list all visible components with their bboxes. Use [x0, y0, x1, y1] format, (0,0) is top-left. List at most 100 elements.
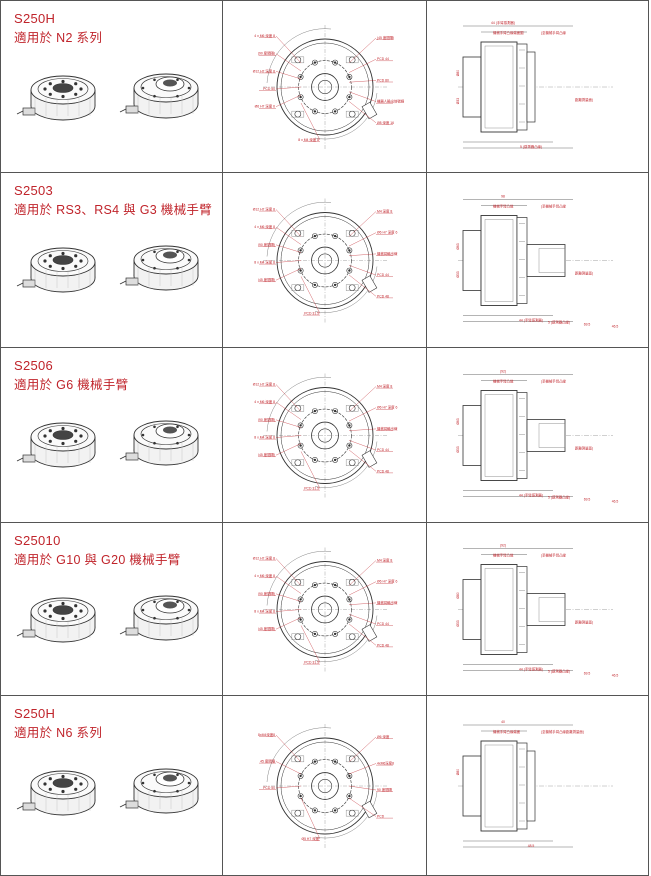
front-view-label: (90 度間隔)	[258, 242, 275, 247]
model-name: S25010	[14, 533, 61, 548]
model-name: S250H	[14, 11, 56, 26]
compatible-robots: 適用於 N6 系列	[14, 726, 103, 740]
side-view-label: 98	[501, 195, 505, 199]
side-view-svg: (92)44 (手臂感測器)5 (感測器凸緣)Ø80Ø33機械手臂凸緣(至機械手…	[456, 544, 618, 678]
front-view-label: 8 x M4 深度 8	[255, 609, 276, 614]
front-view-label: Ø12 H7 深度 8	[253, 382, 275, 387]
front-view-label: M4 深度 8	[377, 384, 392, 389]
side-view-label: (至機械手臂凸緣	[541, 553, 566, 558]
front-view-label: 8xM4深度8	[258, 732, 275, 737]
side-view-label: Ø80	[456, 592, 460, 599]
front-view-label: (45 度間隔)	[258, 452, 275, 457]
front-view-label: PCD 44	[377, 57, 389, 61]
front-view-label: (45 度間隔)	[258, 277, 275, 282]
front-view-label: (90 度間隔)	[258, 417, 275, 422]
front-view-label: 4xM6深度8	[377, 761, 394, 766]
side-view-drawing: (92)44 (手臂感測器)5 (感測器凸緣)Ø63Ø33機械手臂凸緣(至機械手…	[456, 370, 618, 504]
side-view-label: (92)	[500, 370, 506, 374]
front-view-label: PCD	[377, 815, 385, 819]
front-view-label: PCD 48	[377, 469, 389, 473]
side-view-label: 5 (感測器凸緣)	[548, 495, 570, 500]
product-image-angle	[119, 245, 199, 291]
front-view-label: 機械臂輸出線	[377, 600, 398, 605]
front-view-svg: Ø12 H7 深度 84 x M6 深度 8(90 度間隔)8 x M4 深度 …	[253, 198, 398, 323]
front-view-label: Ø6 H7 深度 6	[377, 579, 397, 584]
product-image-top	[16, 247, 96, 293]
side-view-label: 69.5	[583, 498, 590, 502]
front-view-label: M4 深度 8	[377, 209, 392, 214]
side-view-label: (至機械手臂凸緣	[541, 204, 566, 209]
side-view-drawing: (92)44 (手臂感測器)5 (感測器凸緣)Ø80Ø33機械手臂凸緣(至機械手…	[456, 544, 618, 678]
compatible-robots: 適用於 RS3、RS4 與 G3 機械手臂	[14, 203, 212, 217]
side-view-label: 5 (感測器凸緣)	[520, 144, 542, 149]
front-view-label: Ø5 H7 深度	[302, 836, 320, 841]
product-images	[16, 768, 199, 816]
side-view-label: 69.5	[583, 323, 590, 327]
side-view-label: 5 (感測器凸緣)	[548, 320, 570, 325]
front-view-label: 機器人輸出信號線	[377, 99, 405, 104]
front-view-label: PCD 44	[377, 622, 389, 626]
front-view-label: M4 深度 8	[377, 558, 392, 563]
front-view-label: PCD 50	[263, 87, 275, 91]
side-view-label: 5 (感測器凸緣)	[548, 669, 570, 674]
side-view-label: 46.5	[611, 674, 618, 678]
product-images	[16, 420, 199, 468]
side-view-label: (至機械手臂凸緣	[541, 379, 566, 384]
product-image-angle	[119, 420, 199, 466]
compatible-robots: 適用於 G6 機械手臂	[14, 378, 129, 392]
front-view-label: PCD 31.5	[305, 661, 320, 665]
side-view-label: Ø33	[456, 620, 460, 627]
side-view-label: Ø80	[456, 769, 460, 776]
front-view-label: (45 度間隔)	[377, 35, 394, 40]
front-view-label: 4 x M6 深度 8	[255, 224, 276, 229]
front-view-label: Ø8 深度 16	[377, 120, 394, 125]
side-view-label: Ø80	[456, 70, 460, 77]
side-view-label: 機械手臂凸緣	[493, 204, 514, 209]
front-view-label: 機械臂輸出線	[377, 251, 398, 256]
side-view-label: 距離測量面)	[575, 271, 593, 276]
product-image-top	[16, 422, 96, 468]
front-view-label: Ø12 H7 深度 8	[253, 556, 275, 561]
front-view-label: (90 度間隔)	[258, 591, 275, 596]
product-image-angle	[119, 595, 199, 641]
product-images	[16, 595, 199, 643]
front-view-label: 機械臂輸出線	[377, 426, 398, 431]
front-view-label: Ø6 深度	[377, 734, 390, 739]
side-view-label: (92)	[500, 544, 506, 548]
side-view-label: 46.5	[611, 325, 618, 329]
side-view-label: 機械手臂凸緣端面圖	[493, 30, 524, 35]
product-images	[16, 73, 199, 121]
side-view-svg: (92)44 (手臂感測器)5 (感測器凸緣)Ø63Ø33機械手臂凸緣(至機械手…	[456, 370, 618, 504]
front-view-drawing: Ø12 H7 深度 84 x M6 深度 8(90 度間隔)8 x M4 深度 …	[253, 547, 398, 672]
model-name: S2506	[14, 358, 54, 373]
side-view-label: 機械手臂凸緣端面	[493, 729, 521, 734]
model-name: S2503	[14, 183, 54, 198]
side-view-label: 距離測量面)	[575, 446, 593, 451]
side-view-label: 69.5	[583, 672, 590, 676]
side-view-label: 44 (手臂感測器)	[519, 667, 543, 672]
front-view-label: 90 度間隔	[377, 787, 392, 792]
front-view-label: Ø6 H7 深度 6	[377, 230, 397, 235]
front-view-drawing: Ø12 H7 深度 84 x M6 深度 8(90 度間隔)8 x M4 深度 …	[253, 373, 398, 498]
front-view-label: 8 x M4 深度 8	[255, 260, 276, 265]
product-image-top	[16, 597, 96, 643]
